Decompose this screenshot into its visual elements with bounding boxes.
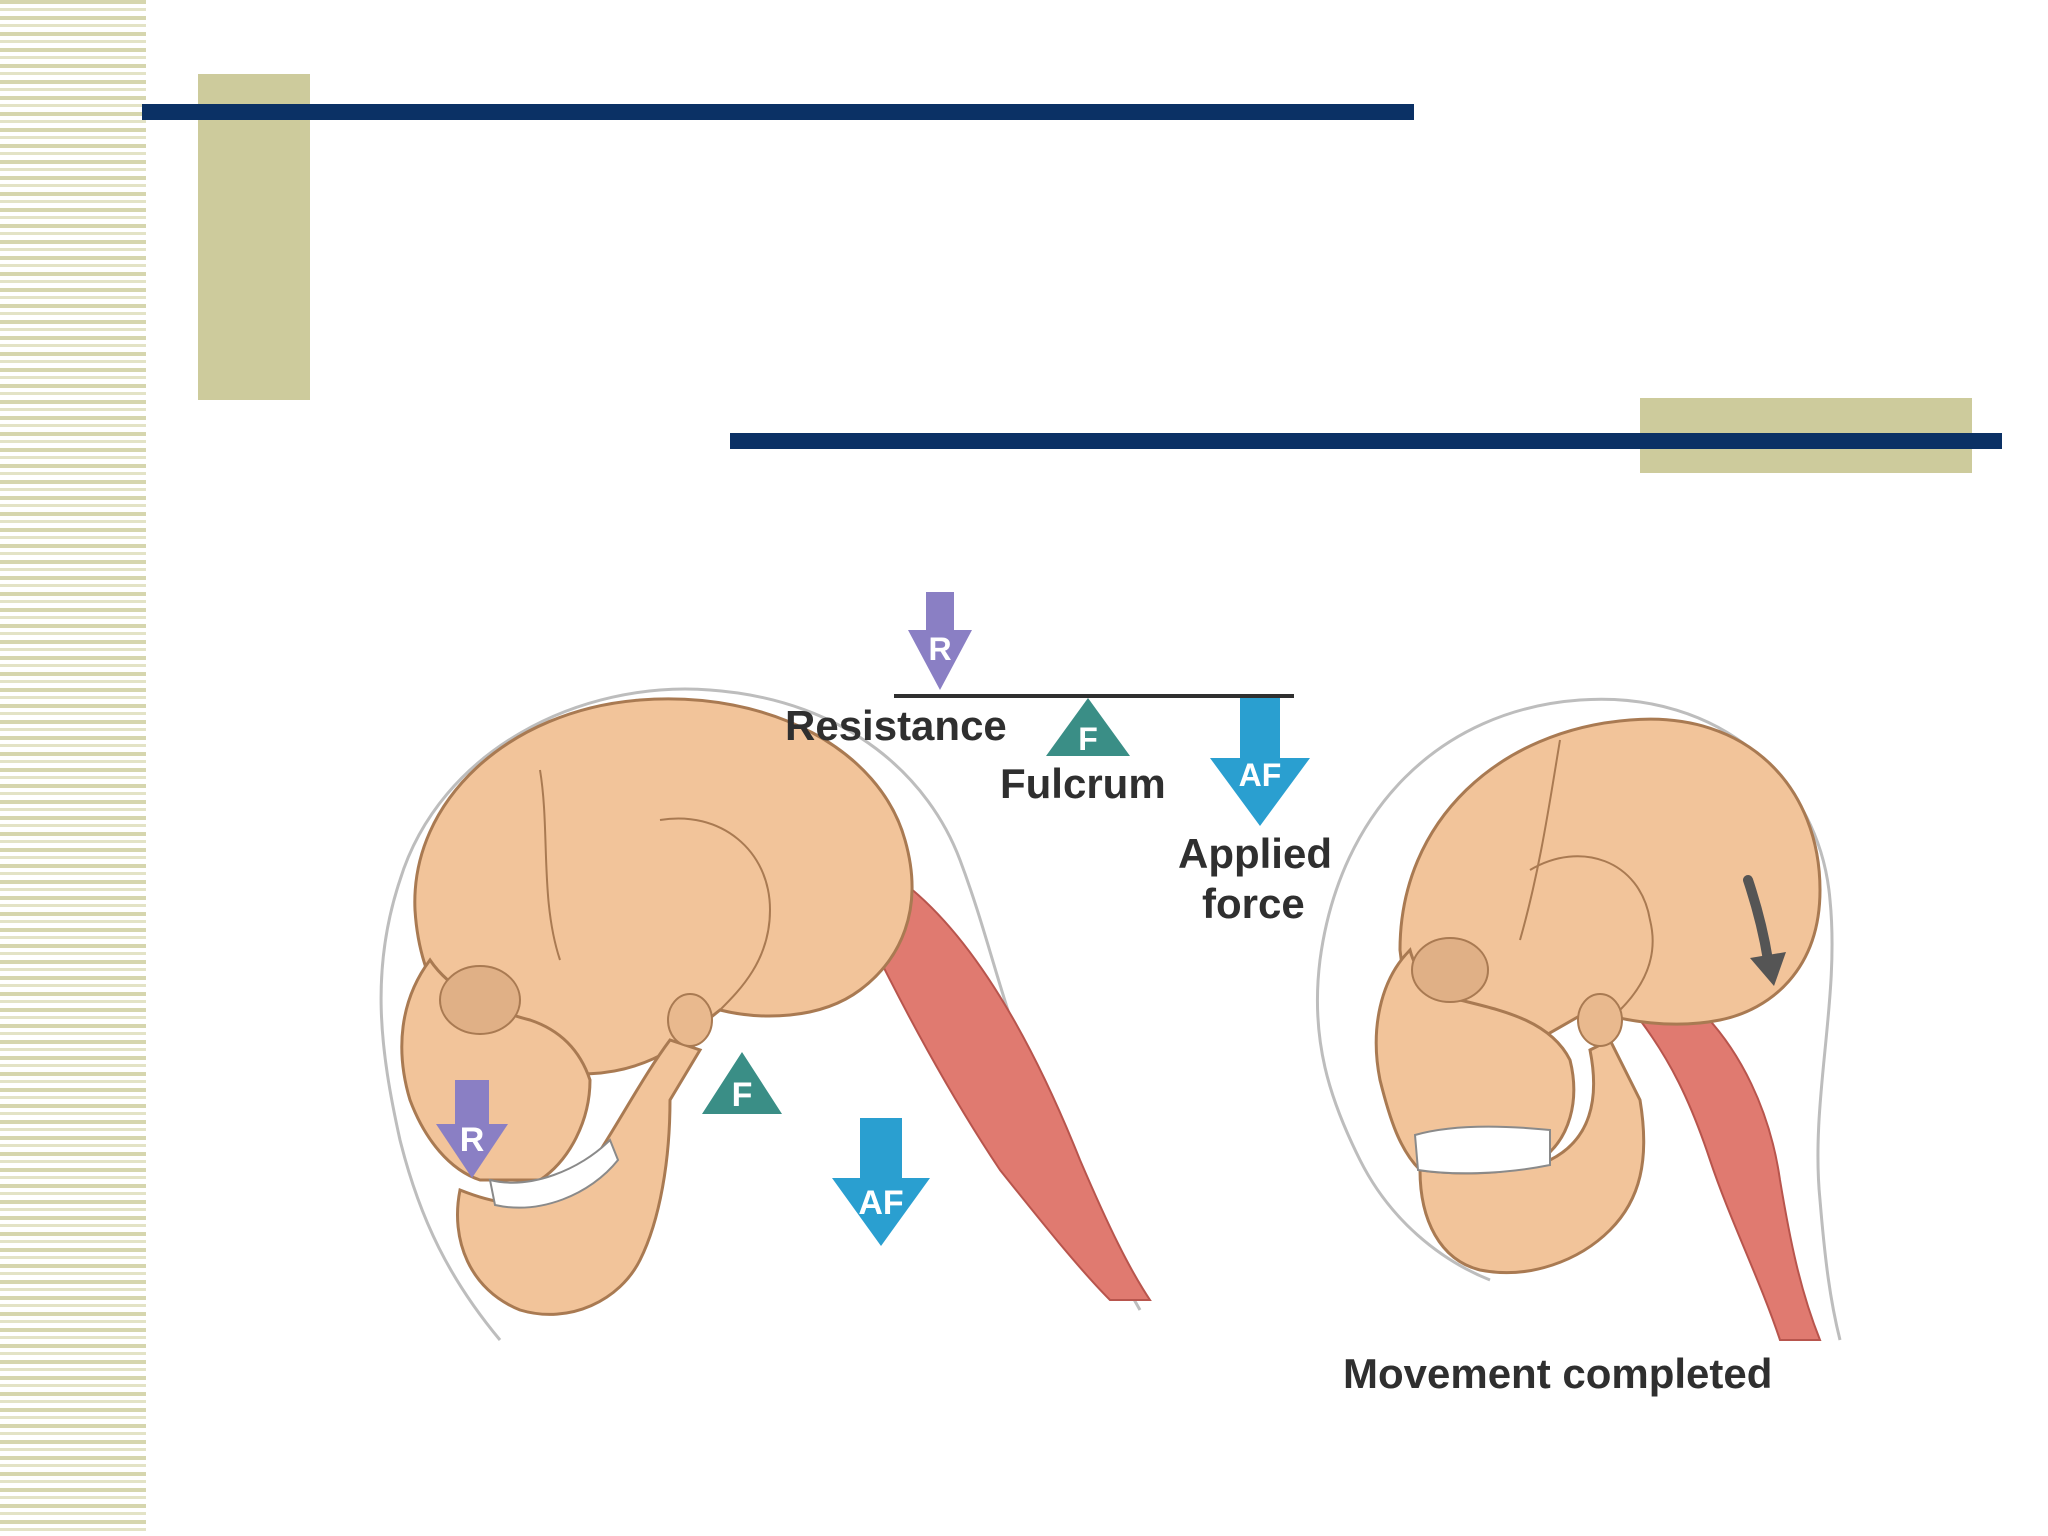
applied-force-arrow-left: AF xyxy=(832,1118,930,1246)
fulcrum-triangle-schematic: F xyxy=(1046,698,1130,757)
right-head-illustration xyxy=(1315,697,1842,1341)
resistance-arrow-schematic-label: R xyxy=(928,631,951,667)
teeth-right xyxy=(1413,1125,1551,1175)
applied-force-label-line1: Applied xyxy=(1178,830,1332,877)
rotation-arrow-icon xyxy=(1743,875,1786,986)
applied-force-arrow-schematic-label: AF xyxy=(1239,757,1282,793)
applied-force-arrow-left-label: AF xyxy=(858,1184,903,1222)
teeth-left xyxy=(488,1138,620,1209)
neck-muscle-right xyxy=(1638,1008,1822,1341)
left-stripe-decoration xyxy=(0,0,146,1536)
fulcrum-triangle-left: F xyxy=(702,1052,782,1114)
lever-diagram-illustration: R F AF R xyxy=(379,592,1842,1341)
neck-muscle-left xyxy=(878,878,1152,1301)
lever-diagram: R F AF R xyxy=(340,580,1880,1420)
applied-force-arrow-schematic: AF xyxy=(1210,698,1310,826)
resistance-arrow-left: R xyxy=(436,1080,508,1178)
resistance-arrow-left-label: R xyxy=(460,1121,485,1159)
movement-completed-label: Movement completed xyxy=(1343,1350,1773,1397)
resistance-arrow-schematic: R xyxy=(908,592,972,690)
fulcrum-triangle-schematic-label: F xyxy=(1078,721,1098,757)
lower-rule xyxy=(730,433,2002,449)
top-rule xyxy=(142,104,1414,120)
resistance-label: Resistance xyxy=(785,702,1007,749)
left-head-illustration xyxy=(379,687,1152,1341)
lever-schematic: R F AF xyxy=(894,592,1310,826)
top-left-accent-block xyxy=(198,74,310,400)
fulcrum-triangle-left-label: F xyxy=(732,1076,753,1114)
fulcrum-label: Fulcrum xyxy=(1000,760,1166,807)
applied-force-label-line2: force xyxy=(1202,880,1305,927)
